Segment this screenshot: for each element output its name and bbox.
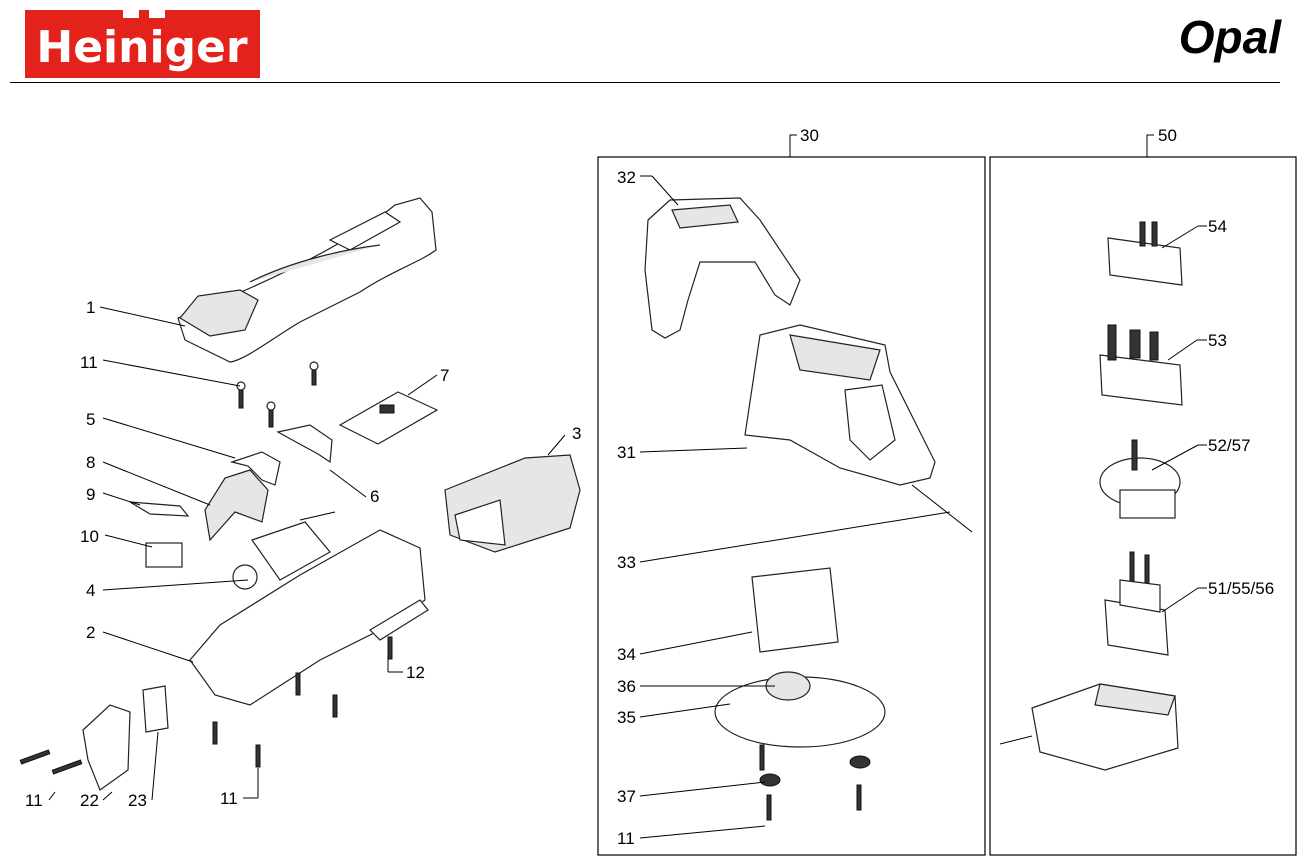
callout-4: 4 xyxy=(86,581,95,600)
callout-50: 50 xyxy=(1158,126,1177,145)
callout-6: 6 xyxy=(370,487,379,506)
adapter-53-part xyxy=(1099,324,1183,406)
callout-53: 53 xyxy=(1208,331,1227,350)
callout-11-station: 11 xyxy=(617,829,635,848)
callout-11-bottom: 11 xyxy=(220,789,238,808)
callout-36: 36 xyxy=(617,677,636,696)
adapter-51-55-56-part xyxy=(1104,551,1169,656)
clipper-housing-top-part xyxy=(177,197,437,363)
screws-11-group xyxy=(236,361,319,428)
group-30-leaders xyxy=(639,175,951,839)
callout-51-55-56: 51/55/56 xyxy=(1208,579,1274,598)
callout-35: 35 xyxy=(617,708,636,727)
station-top-cover-part xyxy=(644,197,801,339)
callout-9: 9 xyxy=(86,485,95,504)
callout-5: 5 xyxy=(86,410,95,429)
adapter-52-57-part xyxy=(1099,439,1181,519)
motor-part xyxy=(232,511,336,590)
adapter-54-part xyxy=(1107,221,1183,286)
housing-bottom-part xyxy=(189,529,429,768)
callout-33: 33 xyxy=(617,553,636,572)
callout-52-57: 52/57 xyxy=(1208,436,1251,455)
header-divider xyxy=(10,82,1280,83)
callout-7: 7 xyxy=(440,366,449,385)
callout-2: 2 xyxy=(86,623,95,642)
callout-1: 1 xyxy=(86,298,95,317)
callout-11-left: 11 xyxy=(25,791,43,810)
callout-30: 30 xyxy=(800,126,819,145)
group-30-frame xyxy=(597,156,986,856)
group-50-frame xyxy=(989,156,1297,856)
station-circuit-board-part xyxy=(751,567,839,653)
logo-text: Heiniger xyxy=(36,22,247,73)
blade-clip-parts xyxy=(19,685,169,791)
left-callout-leaders xyxy=(48,306,566,801)
callout-37: 37 xyxy=(617,787,636,806)
callout-12: 12 xyxy=(406,663,425,682)
station-base-shell-part xyxy=(744,324,936,486)
station-rod-part xyxy=(911,484,973,533)
callout-8: 8 xyxy=(86,453,95,472)
callout-34: 34 xyxy=(617,645,636,664)
callout-54: 54 xyxy=(1208,217,1227,236)
callout-22: 22 xyxy=(80,791,99,810)
heiniger-logo: Heiniger xyxy=(25,10,260,78)
power-supply-unit-part xyxy=(999,683,1179,771)
callout-11-top: 11 xyxy=(80,353,98,372)
callout-3: 3 xyxy=(572,424,581,443)
battery-pack-part xyxy=(444,454,581,553)
bracket-parts xyxy=(129,424,333,568)
station-base-plate-part xyxy=(714,671,886,821)
callout-23: 23 xyxy=(128,791,147,810)
callout-10: 10 xyxy=(80,527,99,546)
model-name: Opal xyxy=(1178,11,1281,63)
circuit-board-part xyxy=(338,391,439,445)
callout-31: 31 xyxy=(617,443,636,462)
group-50-leaders xyxy=(1151,225,1207,613)
callout-32: 32 xyxy=(617,168,636,187)
